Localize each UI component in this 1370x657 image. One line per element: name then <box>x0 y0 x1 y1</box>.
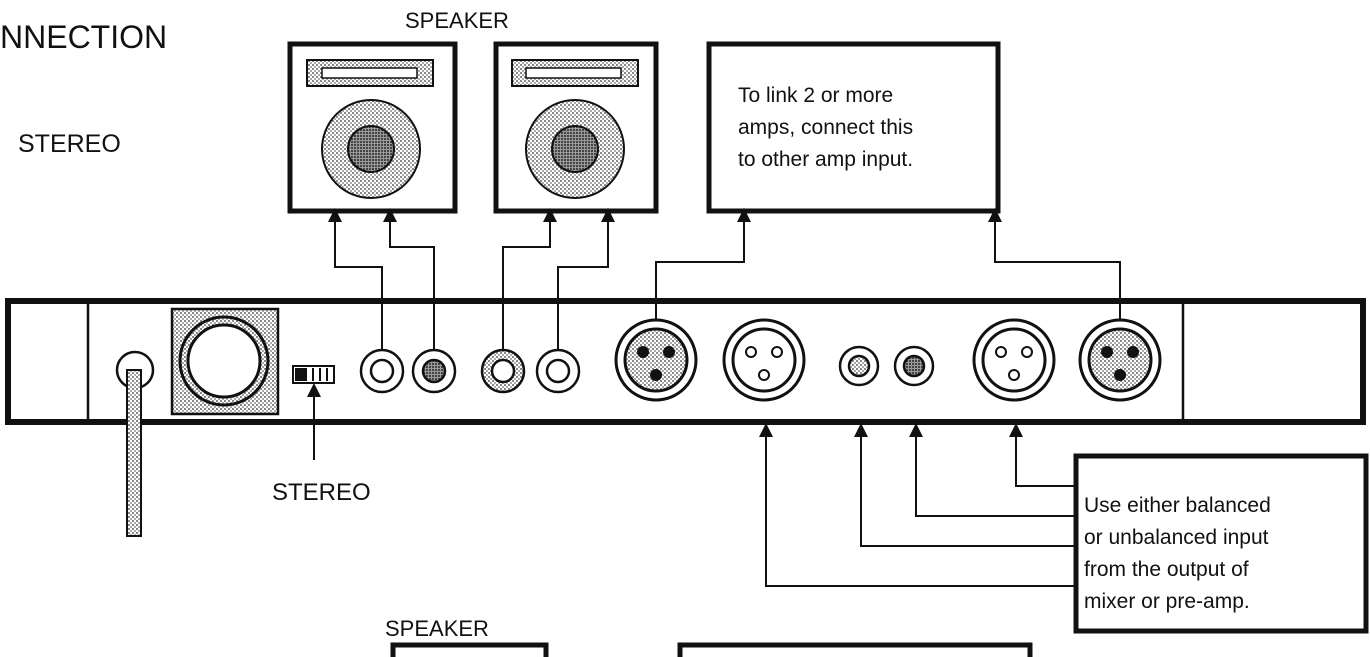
speaker-jack-3 <box>480 348 526 394</box>
input-note-box: Use either balanced or unbalanced input … <box>1073 453 1369 634</box>
input-note-line-4: mixer or pre-amp. <box>1084 590 1250 613</box>
unbalanced-input-1 <box>838 345 880 387</box>
input-note-line-1: Use either balanced <box>1084 494 1271 517</box>
unbalanced-input-2 <box>893 345 935 387</box>
stereo-switch <box>292 365 335 384</box>
xlr-link-output-1 <box>614 318 698 402</box>
speaker-jack-2 <box>411 348 457 394</box>
speaker-label-top: SPEAKER <box>405 8 509 33</box>
xlr-link-output-2 <box>1078 318 1162 402</box>
speaker-bottom-partial <box>390 642 549 657</box>
speaker-jack-4 <box>535 348 581 394</box>
stereo-switch-label: STEREO <box>272 479 371 506</box>
link-note-line-1: To link 2 or more <box>738 84 893 107</box>
xlr-input-2 <box>972 318 1056 402</box>
input-note-line-3: from the output of <box>1084 558 1249 581</box>
speaker-right <box>493 41 659 214</box>
xlr-input-1 <box>722 318 806 402</box>
link-note-line-3: to other amp input. <box>738 148 913 171</box>
link-note-box: To link 2 or more amps, connect this to … <box>706 41 1001 214</box>
input-wiring <box>759 423 1076 587</box>
cooling-fan <box>170 307 280 416</box>
power-cord <box>115 350 155 537</box>
page-title: NNECTION <box>0 19 167 55</box>
speaker-label-bottom: SPEAKER <box>385 616 489 641</box>
speaker-jack-1 <box>359 348 405 394</box>
speaker-wiring <box>328 208 615 350</box>
note-box-bottom-partial <box>677 642 1033 657</box>
link-wiring <box>655 208 1121 320</box>
speaker-left <box>287 41 458 214</box>
input-note-line-2: or unbalanced input <box>1084 526 1269 549</box>
link-note-line-2: amps, connect this <box>738 116 913 139</box>
mode-label: STEREO <box>18 130 121 158</box>
